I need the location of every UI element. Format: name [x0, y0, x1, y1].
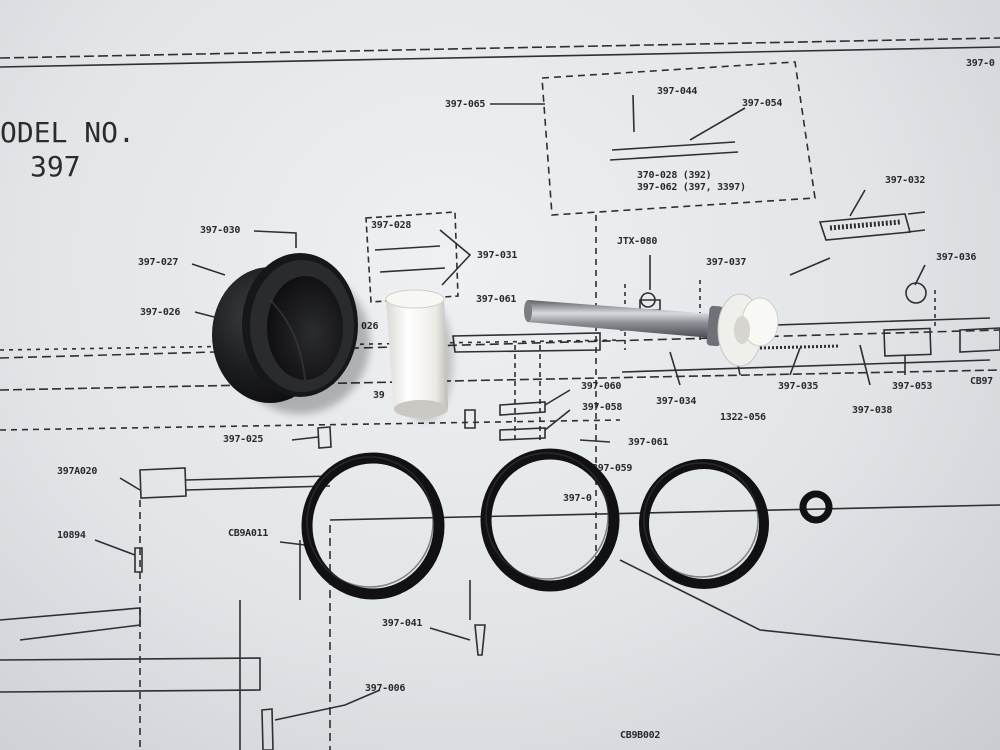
part-label: 397A020	[57, 466, 98, 477]
part-label: 397-041	[382, 618, 423, 629]
part-label: 397-036	[936, 252, 977, 263]
part-label: 397-0	[966, 58, 995, 69]
part-label: 397-026	[140, 307, 181, 318]
part-label: 026	[361, 321, 379, 332]
part-label: 397-006	[365, 683, 406, 694]
part-label: 397-030	[200, 225, 241, 236]
part-label: JTX-080	[617, 236, 658, 247]
o-ring-large-left	[301, 452, 445, 600]
part-label: 397-032	[885, 175, 926, 186]
part-label: 397-062 (397, 3397)	[637, 182, 746, 193]
part-label: 397-060	[581, 381, 622, 392]
part-label: 397-034	[656, 396, 697, 407]
o-ring-medium-right	[639, 459, 769, 589]
white-plastic-bushing	[385, 289, 448, 418]
part-label: 397-061	[628, 437, 669, 448]
part-label: 397-025	[223, 434, 264, 445]
part-label: 397-054	[742, 98, 783, 109]
part-label: 397-035	[778, 381, 819, 392]
part-label: 39	[373, 390, 385, 401]
o-ring-large-middle	[480, 448, 620, 592]
part-label: 397-059	[592, 463, 633, 474]
part-label: 397-0	[563, 493, 592, 504]
rubber-cup-seal	[212, 253, 358, 403]
part-label: 10894	[57, 530, 86, 541]
part-label: 397-053	[892, 381, 933, 392]
part-label: 370-028 (392)	[637, 170, 712, 181]
part-label: 397-065	[445, 99, 486, 110]
part-label: 1322-056	[720, 412, 766, 423]
part-label: 397-058	[582, 402, 623, 413]
part-label: 397-037	[706, 257, 747, 268]
part-label: CB9A011	[228, 528, 269, 539]
valve-stem	[524, 293, 779, 367]
part-label: 397-061	[476, 294, 517, 305]
o-ring-small	[799, 490, 833, 524]
part-label: 397-028	[371, 220, 412, 231]
part-label: 397-044	[657, 86, 698, 97]
part-label: 397-031	[477, 250, 518, 261]
part-label: 397-027	[138, 257, 179, 268]
model-number: 397	[30, 150, 81, 183]
part-label: 397-038	[852, 405, 893, 416]
model-label: ODEL NO.	[0, 116, 135, 149]
part-label: CB9B002	[620, 730, 661, 741]
part-label: CB97	[970, 376, 993, 387]
